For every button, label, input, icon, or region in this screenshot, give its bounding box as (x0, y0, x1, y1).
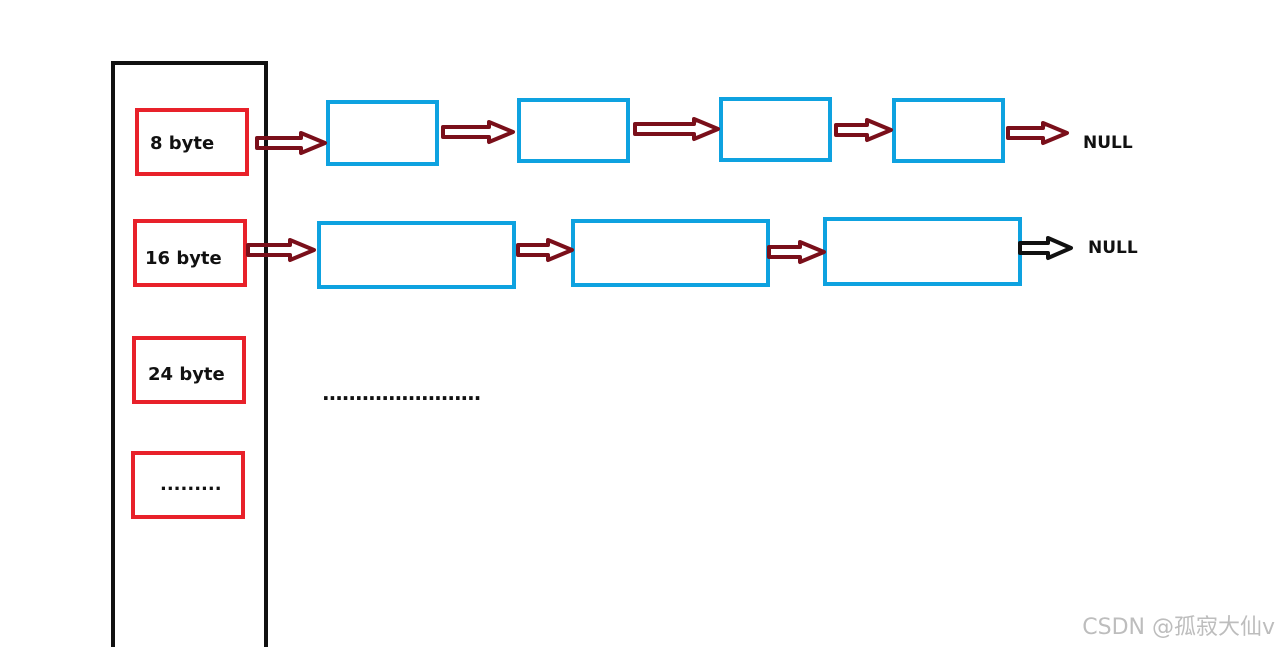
list-2-node-1 (317, 221, 516, 289)
bucket-array-container (111, 61, 268, 647)
list-1-node-3 (719, 97, 832, 162)
arrow-bucket-to-list-1 (255, 131, 327, 155)
bucket-more: ......... (131, 451, 245, 519)
list-1-node-4 (892, 98, 1005, 163)
arrow-list-1-node-1-to-2 (441, 120, 515, 144)
bucket-24-byte: 24 byte (132, 336, 246, 404)
arrow-bucket-to-list-2 (246, 238, 316, 262)
arrow-list-1-to-null (1006, 121, 1069, 145)
bucket-label: 24 byte (148, 364, 225, 385)
more-lists-ellipsis: ........................ (322, 381, 480, 405)
arrow-list-1-node-2-to-3 (633, 117, 720, 141)
bucket-label: ......... (160, 474, 222, 495)
bucket-16-byte: 16 byte (133, 219, 247, 287)
watermark: CSDN @孤寂大仙v (1082, 615, 1275, 640)
bucket-label: 8 byte (150, 133, 214, 154)
arrow-list-2-node-1-to-2 (516, 238, 574, 262)
list-2-node-2 (571, 219, 770, 287)
list-2-node-3 (823, 217, 1022, 286)
list-2-null-label: NULL (1088, 238, 1138, 258)
list-1-null-label: NULL (1083, 133, 1133, 153)
arrow-list-2-to-null (1018, 236, 1073, 260)
bucket-8-byte: 8 byte (135, 108, 249, 176)
arrow-list-2-node-2-to-3 (767, 240, 826, 264)
bucket-label: 16 byte (145, 248, 222, 269)
list-1-node-2 (517, 98, 630, 163)
arrow-list-1-node-3-to-4 (834, 118, 893, 142)
list-1-node-1 (326, 100, 439, 166)
